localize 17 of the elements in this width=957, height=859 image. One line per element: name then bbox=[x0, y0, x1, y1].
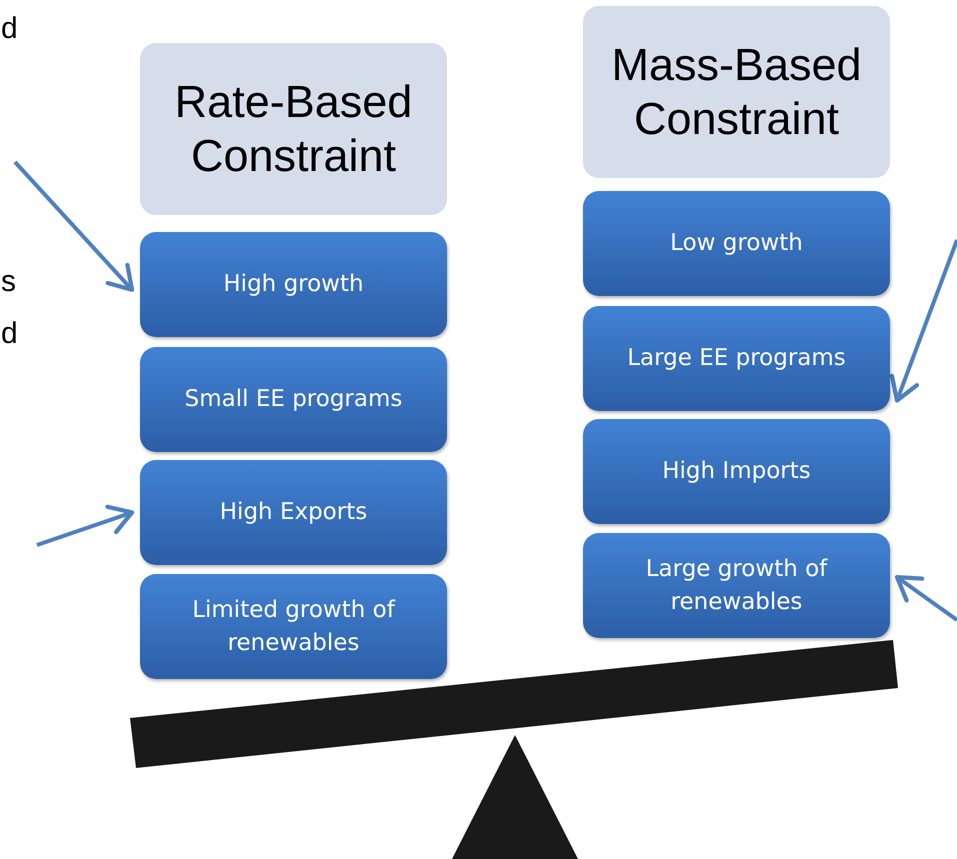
heading-box: Mass-Based Constraint bbox=[583, 6, 890, 178]
arrow bbox=[14, 160, 134, 292]
text-fragment: d bbox=[1, 317, 18, 351]
option-box: High Exports bbox=[140, 460, 447, 565]
option-box: Large growth of renewables bbox=[583, 533, 890, 638]
option-box: High Imports bbox=[583, 419, 890, 524]
arrow bbox=[894, 574, 957, 622]
option-box: Small EE programs bbox=[140, 347, 447, 452]
arrow bbox=[890, 239, 957, 403]
heading-box: Rate-Based Constraint bbox=[140, 43, 447, 215]
text-fragment: d bbox=[1, 12, 18, 46]
option-box: Low growth bbox=[583, 191, 890, 296]
option-box: High growth bbox=[140, 232, 447, 337]
option-box: Limited growth of renewables bbox=[140, 574, 447, 679]
arrow bbox=[36, 504, 134, 547]
text-fragment: s bbox=[1, 265, 16, 299]
option-box: Large EE programs bbox=[583, 306, 890, 411]
